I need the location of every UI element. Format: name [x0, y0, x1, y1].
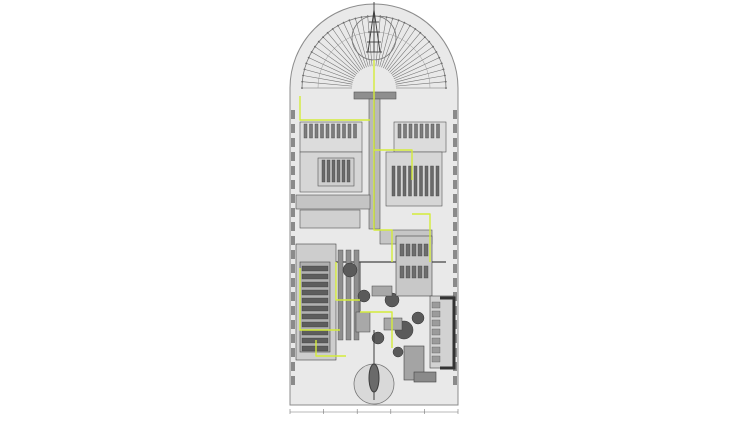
- radiating-fan: [301, 15, 447, 89]
- lower-right-units: [399, 243, 441, 363]
- central-machinery: [342, 262, 429, 358]
- tower-mast: [366, 2, 382, 53]
- bottom-mast: [368, 330, 380, 400]
- scale-bar: [289, 409, 459, 414]
- left-wall-fixtures: [291, 110, 295, 385]
- highlight-route: [299, 60, 431, 357]
- upper-right-columns: [391, 123, 440, 197]
- upper-left-columns: [303, 123, 357, 183]
- lower-left-machinery: [301, 249, 360, 352]
- crossbar: [353, 91, 397, 100]
- upper-left-block: [299, 121, 363, 193]
